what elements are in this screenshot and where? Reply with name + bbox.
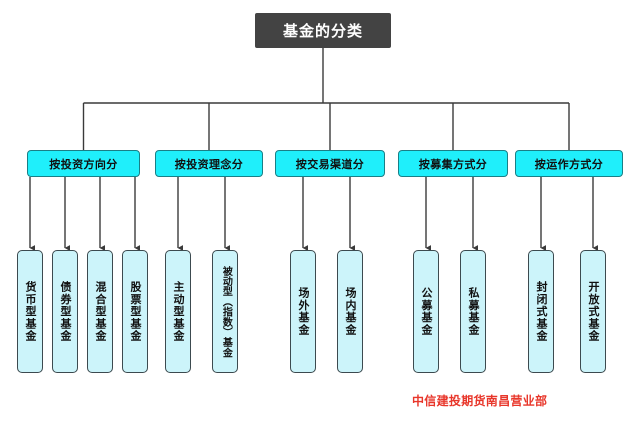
leaf-node-label: 货币型基金 — [23, 281, 37, 342]
leaf-node-3-2[interactable]: 场内基金 — [337, 250, 363, 373]
root-node-label: 基金的分类 — [282, 22, 363, 40]
leaf-node-4-2[interactable]: 私募基金 — [460, 250, 486, 373]
leaf-node-5-1[interactable]: 封闭式基金 — [528, 250, 554, 373]
category-node-label: 按投资理念分 — [174, 157, 244, 171]
leaf-node-1-3[interactable]: 混合型基金 — [87, 250, 113, 373]
leaf-node-3-1[interactable]: 场外基金 — [290, 250, 316, 373]
watermark-text: 中信建投期货南昌营业部 — [412, 394, 548, 408]
category-node-label: 按募集方式分 — [418, 157, 488, 171]
leaf-node-label: 债券型基金 — [58, 281, 72, 342]
leaf-node-1-2[interactable]: 债券型基金 — [52, 250, 78, 373]
category-node-5[interactable]: 按运作方式分 — [515, 150, 623, 177]
category-node-3[interactable]: 按交易渠道分 — [275, 150, 385, 177]
category-node-label: 按交易渠道分 — [295, 157, 365, 171]
leaf-node-label: 场外基金 — [296, 287, 310, 336]
category-node-2[interactable]: 按投资理念分 — [155, 150, 263, 177]
leaf-node-5-2[interactable]: 开放式基金 — [580, 250, 606, 373]
category-node-label: 按运作方式分 — [534, 157, 604, 171]
category-node-label: 按投资方向分 — [49, 157, 118, 171]
leaf-node-label: 被动型（指数）基金 — [220, 265, 232, 358]
leaf-node-1-1[interactable]: 货币型基金 — [17, 250, 43, 373]
leaf-node-4-1[interactable]: 公募基金 — [413, 250, 439, 373]
root-node-fund-classification[interactable]: 基金的分类 — [255, 13, 391, 48]
leaf-node-label: 开放式基金 — [586, 281, 600, 342]
leaf-node-label: 混合型基金 — [93, 281, 107, 342]
category-node-4[interactable]: 按募集方式分 — [398, 150, 508, 177]
leaf-node-2-2[interactable]: 被动型（指数）基金 — [212, 250, 238, 373]
leaf-node-1-4[interactable]: 股票型基金 — [122, 250, 148, 373]
category-node-1[interactable]: 按投资方向分 — [27, 150, 140, 177]
leaf-node-label: 股票型基金 — [128, 281, 142, 342]
leaf-node-label: 主动型基金 — [171, 281, 185, 342]
leaf-node-2-1[interactable]: 主动型基金 — [165, 250, 191, 373]
leaf-node-label: 封闭式基金 — [534, 281, 548, 342]
leaf-node-label: 场内基金 — [343, 287, 357, 336]
leaf-node-label: 公募基金 — [419, 287, 433, 336]
leaf-node-label: 私募基金 — [466, 287, 480, 336]
